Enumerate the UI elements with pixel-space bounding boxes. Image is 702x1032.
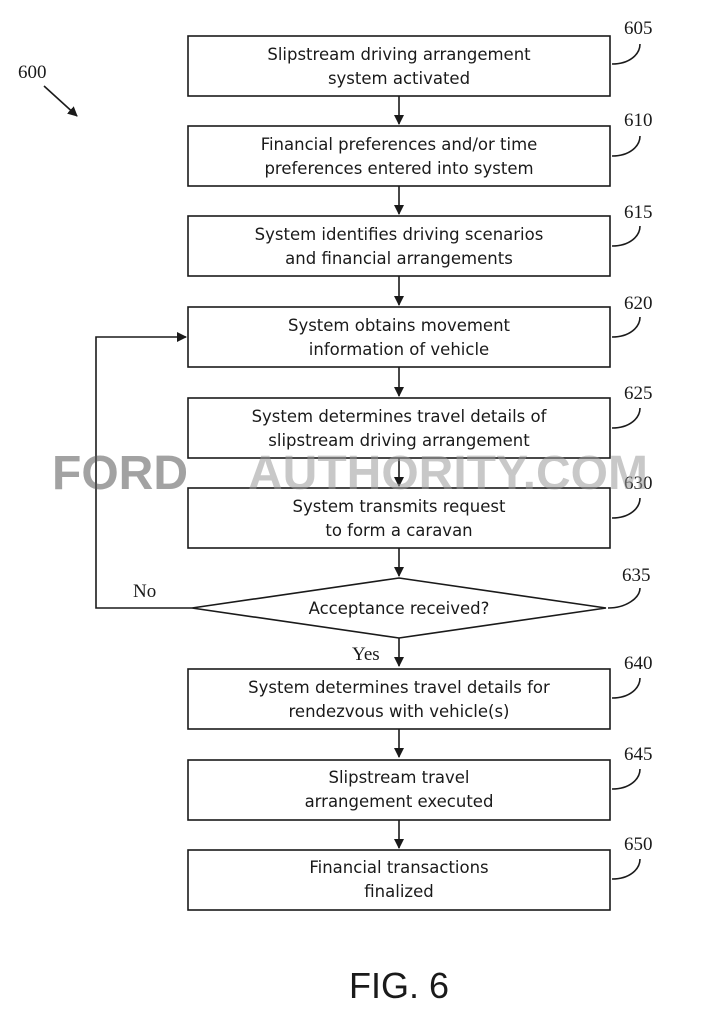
decision-ref-label: 635	[622, 565, 651, 586]
step-ref-label: 650	[624, 834, 653, 855]
figure-ref-arrow	[44, 86, 77, 116]
step-text-line-1: Slipstream driving arrangement	[267, 45, 531, 64]
decision-635: Acceptance received? 635 No Yes	[133, 565, 651, 665]
step-text-line-1: System obtains movement	[288, 316, 511, 335]
step-615: System identifies driving scenarios and …	[188, 202, 653, 276]
figure-ref-label: 600	[18, 62, 47, 83]
step-text-line-2: finalized	[364, 882, 433, 901]
step-text-line-1: System determines travel details of	[252, 407, 548, 426]
step-text-line-1: Financial transactions	[309, 858, 488, 877]
step-ref-leader	[612, 226, 640, 246]
step-text-line-2: system activated	[328, 69, 470, 88]
step-text-line-1: System determines travel details for	[248, 678, 550, 697]
watermark-logo: FORD AUTHORITY.COM	[52, 447, 648, 500]
decision-ref-leader	[608, 588, 640, 608]
step-text-line-2: rendezvous with vehicle(s)	[289, 702, 510, 721]
step-ref-label: 620	[624, 293, 653, 314]
step-text-line-1: Slipstream travel	[328, 768, 469, 787]
step-640: System determines travel details for ren…	[188, 653, 653, 729]
step-text-line-1: System identifies driving scenarios	[255, 225, 544, 244]
step-650: Financial transactions finalized 650	[188, 834, 653, 910]
step-ref-label: 605	[624, 18, 653, 39]
step-610: Financial preferences and/or time prefer…	[188, 110, 653, 186]
step-ref-leader	[612, 317, 640, 337]
step-ref-label: 615	[624, 202, 653, 223]
step-ref-leader	[612, 678, 640, 698]
figure-caption: FIG. 6	[349, 965, 449, 1006]
step-ref-leader	[612, 498, 640, 518]
step-text-line-2: preferences entered into system	[264, 159, 533, 178]
step-ref-label: 610	[624, 110, 653, 131]
decision-label: Acceptance received?	[309, 599, 490, 618]
watermark-part-2: AUTHORITY.COM	[248, 447, 648, 500]
yes-branch-label: Yes	[352, 644, 380, 665]
step-ref-label: 645	[624, 744, 653, 765]
step-ref-label: 640	[624, 653, 653, 674]
no-branch-label: No	[133, 581, 156, 602]
step-ref-leader	[612, 44, 640, 64]
step-text-line-2: information of vehicle	[309, 340, 489, 359]
step-ref-leader	[612, 408, 640, 428]
step-ref-leader	[612, 859, 640, 879]
step-645: Slipstream travel arrangement executed 6…	[188, 744, 653, 820]
step-text-line-2: arrangement executed	[305, 792, 494, 811]
step-text-line-2: to form a caravan	[325, 521, 472, 540]
step-text-line-2: and financial arrangements	[285, 249, 513, 268]
step-ref-leader	[612, 136, 640, 156]
watermark-part-1: FORD	[52, 447, 188, 500]
step-605: Slipstream driving arrangement system ac…	[188, 18, 653, 96]
step-620: System obtains movement information of v…	[188, 293, 653, 367]
step-ref-leader	[612, 769, 640, 789]
step-ref-label: 625	[624, 383, 653, 404]
step-text-line-1: Financial preferences and/or time	[261, 135, 538, 154]
